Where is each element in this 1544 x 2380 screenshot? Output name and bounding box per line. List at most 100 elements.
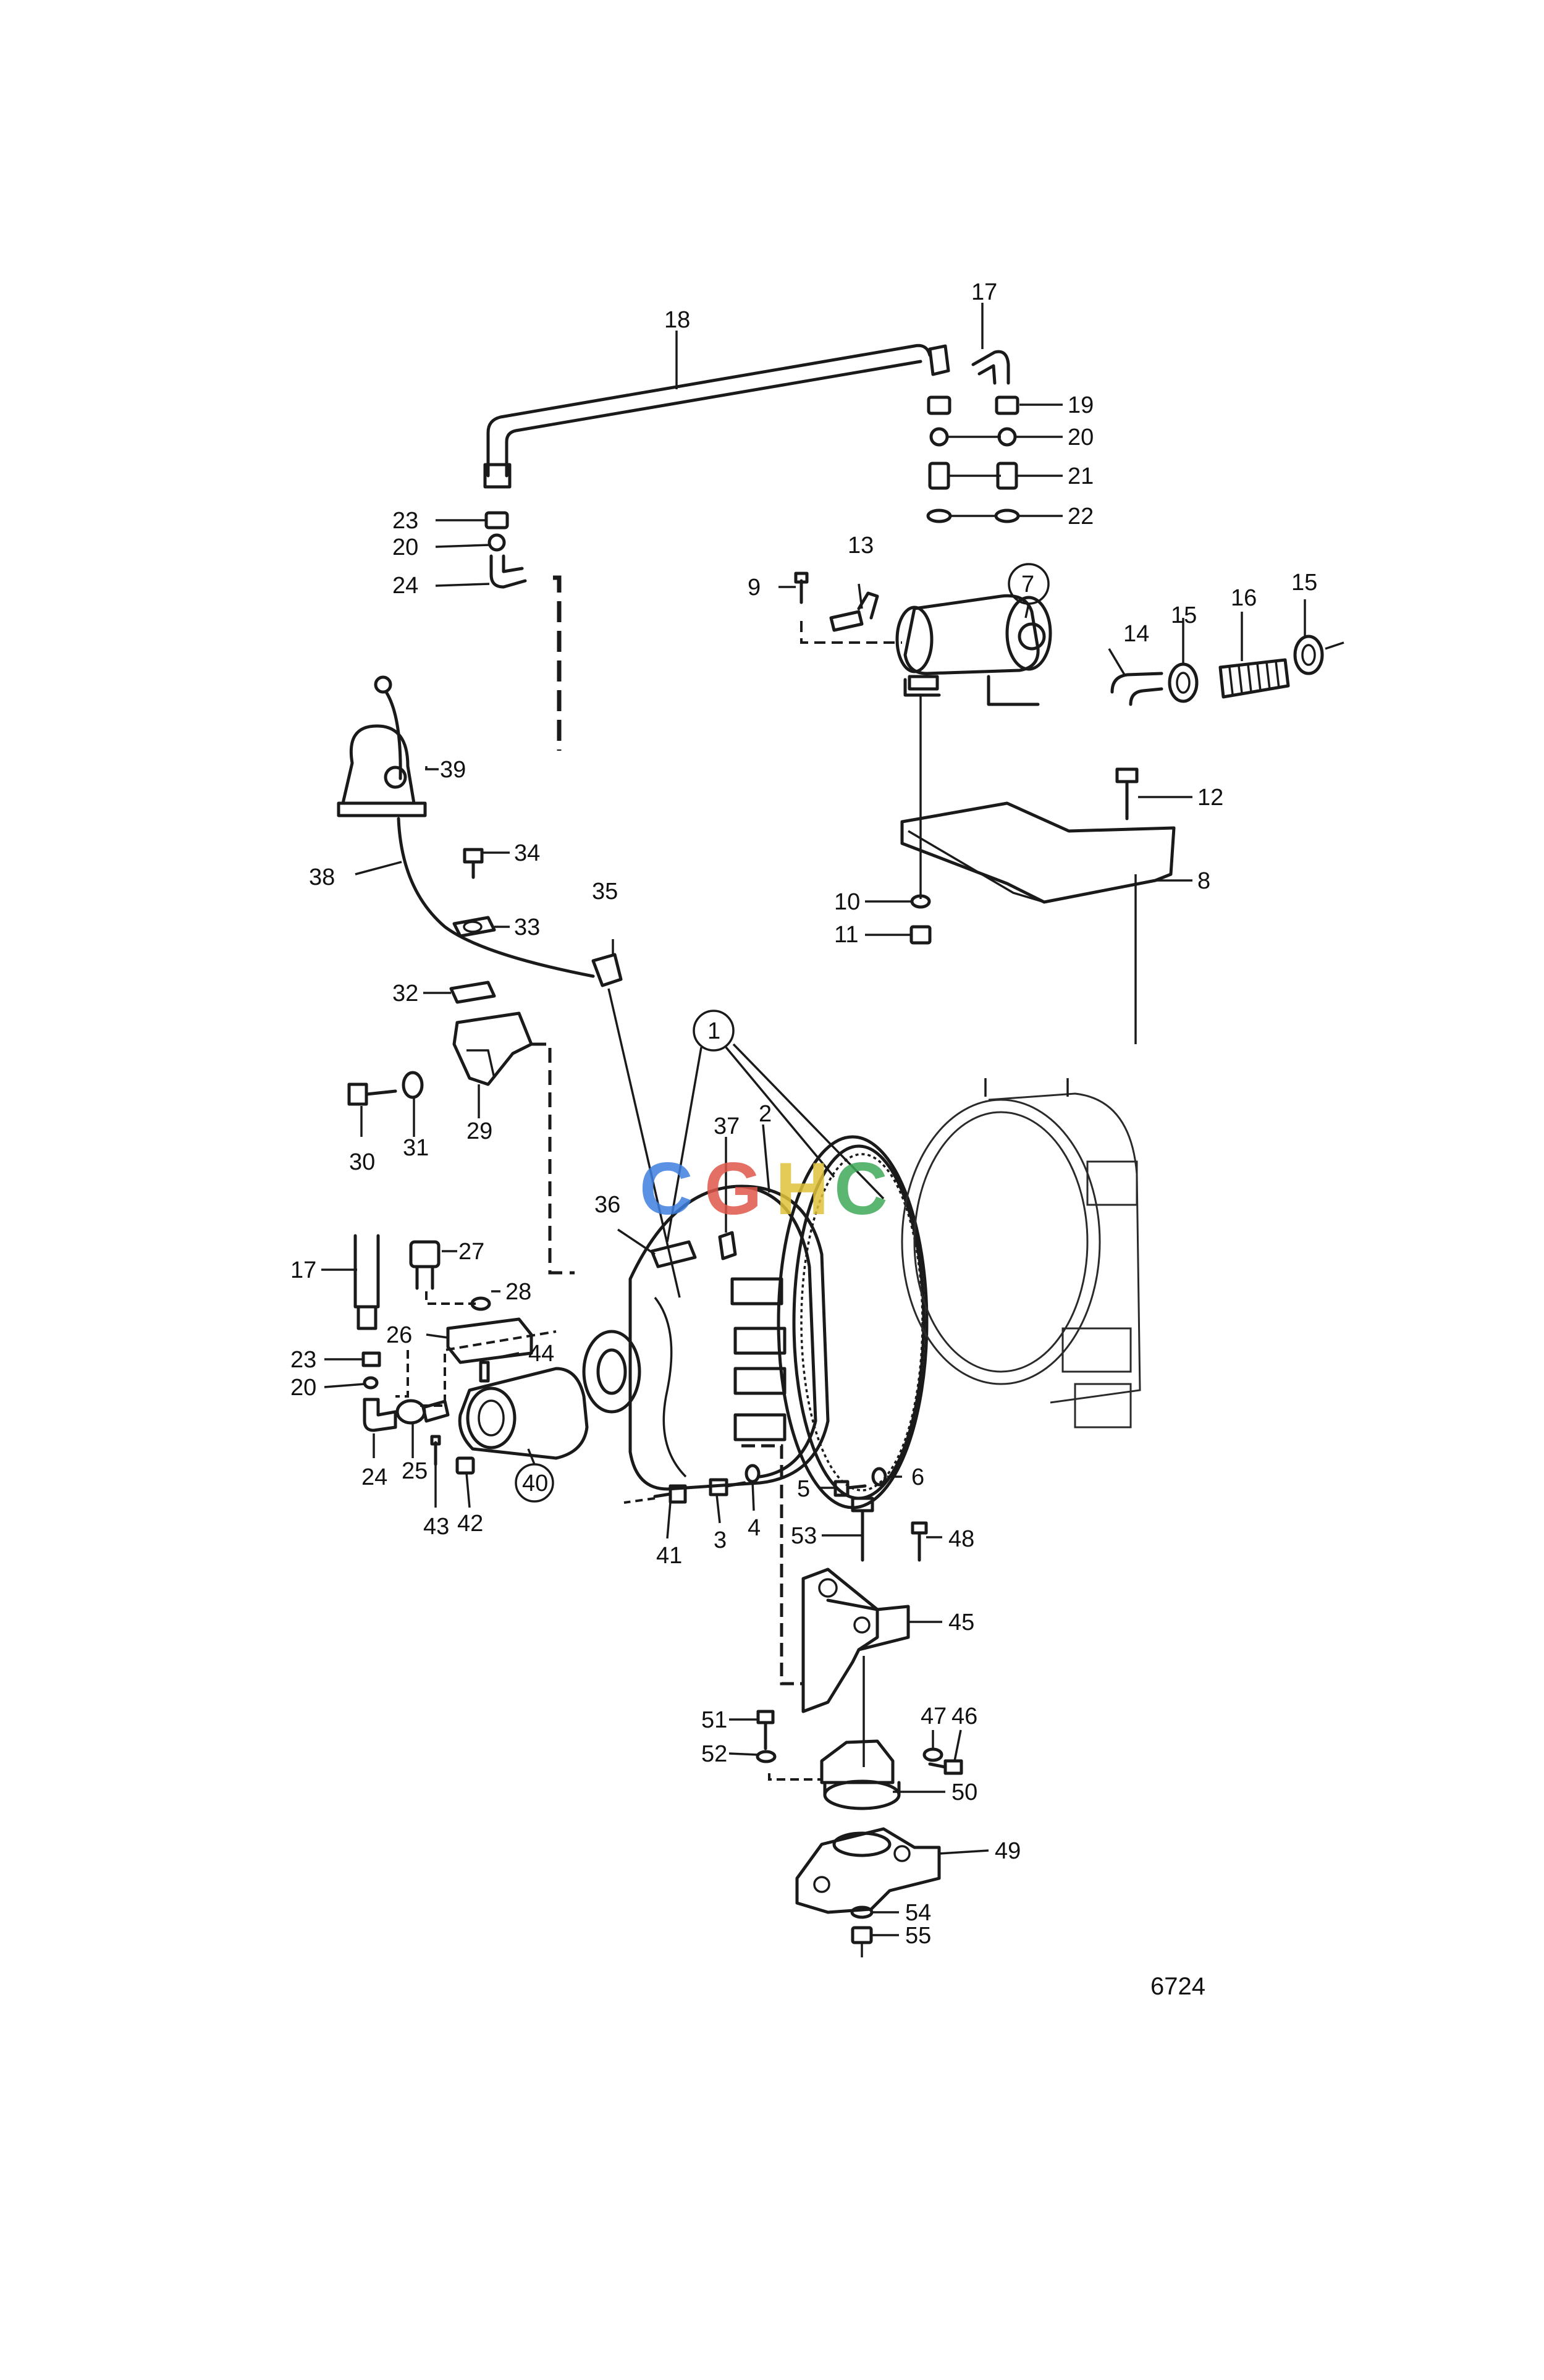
callout-47: 47	[921, 1703, 947, 1729]
callout-17-bottom: 17	[290, 1257, 316, 1283]
left-fitting-stack	[484, 511, 527, 589]
elbow-fitting-17-top	[971, 350, 1010, 385]
callout-9: 9	[748, 575, 761, 601]
callout-35: 35	[592, 879, 618, 905]
callout-20-bottom: 20	[290, 1375, 316, 1401]
callout-7: 7	[1021, 572, 1034, 597]
pin-37	[718, 1231, 737, 1260]
callout-18: 18	[664, 307, 690, 333]
callout-10: 10	[834, 889, 860, 915]
rubber-mount-50	[820, 1739, 901, 1810]
oil-pipe	[483, 344, 950, 489]
fitting-stack	[926, 395, 1020, 523]
callout-46: 46	[951, 1703, 977, 1729]
hose-17-bottom	[353, 1234, 380, 1330]
pin-44	[479, 1361, 490, 1383]
nut-55	[851, 1926, 873, 1957]
coupling-flange-40	[458, 1367, 589, 1460]
hose-clamp-15a	[1168, 662, 1199, 703]
callout-36: 36	[594, 1192, 620, 1218]
washer-54	[850, 1905, 874, 1919]
callout-43: 43	[423, 1514, 449, 1540]
bolt-3	[709, 1478, 746, 1496]
control-cable-38	[397, 817, 595, 978]
callout-25: 25	[402, 1458, 428, 1484]
callout-33: 33	[514, 914, 540, 940]
hose-nipple-13	[829, 591, 879, 632]
nut-11	[909, 925, 932, 945]
callout-6: 6	[911, 1464, 924, 1490]
callout-3: 3	[714, 1527, 727, 1553]
elbow-24-bottom	[363, 1398, 397, 1432]
watermark-letter-c1: C	[639, 1147, 693, 1230]
mounting-bracket-45	[801, 1568, 910, 1713]
mount-base-49	[795, 1827, 941, 1914]
cable-end-35	[591, 939, 623, 987]
watermark-logo: C G H C	[639, 1147, 888, 1230]
callout-42: 42	[457, 1511, 483, 1537]
callout-21: 21	[1068, 463, 1094, 489]
bolt-41	[653, 1484, 687, 1504]
plate-32	[449, 981, 496, 1004]
callout-20-left: 20	[392, 534, 418, 560]
callout-29: 29	[466, 1118, 492, 1144]
washer-6	[871, 1467, 887, 1487]
callout-54: 54	[905, 1900, 931, 1926]
hose-16	[1218, 658, 1290, 699]
callout-1: 1	[707, 1018, 720, 1044]
washer-47	[922, 1747, 943, 1762]
bolt-46	[928, 1759, 963, 1775]
hose-clamp-15b	[1293, 635, 1344, 675]
output-flange	[582, 1330, 641, 1414]
callout-51: 51	[701, 1707, 727, 1733]
callout-48: 48	[948, 1526, 974, 1552]
bracket-29	[452, 1011, 533, 1086]
callout-5: 5	[797, 1476, 810, 1502]
washer-20-bottom	[363, 1376, 379, 1390]
screw-9	[794, 572, 809, 604]
callout-24-bottom: 24	[361, 1464, 387, 1490]
reverse-gear-housing-2	[628, 1184, 830, 1491]
callout-30: 30	[349, 1149, 375, 1175]
control-lever-39	[337, 675, 427, 817]
callout-numbers: 18 17 19 20 21 22 23 20 24 9 13 7 14 15 …	[290, 279, 1317, 1949]
callout-23-top: 23	[392, 508, 418, 534]
watermark-letter-c2: C	[834, 1147, 888, 1230]
callout-44: 44	[528, 1341, 554, 1367]
callout-2: 2	[759, 1101, 772, 1127]
callout-24-top: 24	[392, 573, 418, 599]
bolt-30	[347, 1082, 397, 1106]
callout-52: 52	[701, 1741, 727, 1767]
callout-45: 45	[948, 1610, 974, 1635]
bolt-51	[756, 1710, 775, 1750]
oil-dipstick-36	[650, 1240, 697, 1268]
callout-20-top: 20	[1068, 424, 1094, 450]
leader-lines	[321, 303, 1306, 1936]
callout-4: 4	[748, 1515, 761, 1541]
callout-28: 28	[505, 1279, 531, 1305]
bolt-48	[911, 1521, 928, 1562]
callout-17-top: 17	[971, 279, 997, 305]
washer-28	[470, 1296, 491, 1311]
nut-42	[455, 1456, 475, 1475]
washer-31	[402, 1071, 424, 1099]
callout-22: 22	[1068, 504, 1094, 530]
callout-26: 26	[386, 1322, 412, 1348]
adapter-25	[395, 1399, 450, 1425]
bolt-12	[1115, 767, 1139, 821]
bolt-5	[833, 1480, 867, 1497]
watermark-letter-h: H	[775, 1147, 829, 1230]
mounting-bracket-8	[900, 801, 1176, 904]
callout-12: 12	[1197, 785, 1223, 811]
callout-53: 53	[791, 1523, 817, 1549]
callout-31: 31	[403, 1135, 429, 1161]
callout-38: 38	[309, 864, 335, 890]
hose-elbow-14	[1110, 672, 1163, 706]
callout-37: 37	[714, 1113, 740, 1139]
callout-39: 39	[440, 757, 466, 783]
callout-13: 13	[848, 533, 874, 559]
callout-19: 19	[1068, 392, 1094, 418]
connector-block-26	[446, 1317, 533, 1364]
engine-flywheel-housing-outline	[901, 1078, 1141, 1428]
